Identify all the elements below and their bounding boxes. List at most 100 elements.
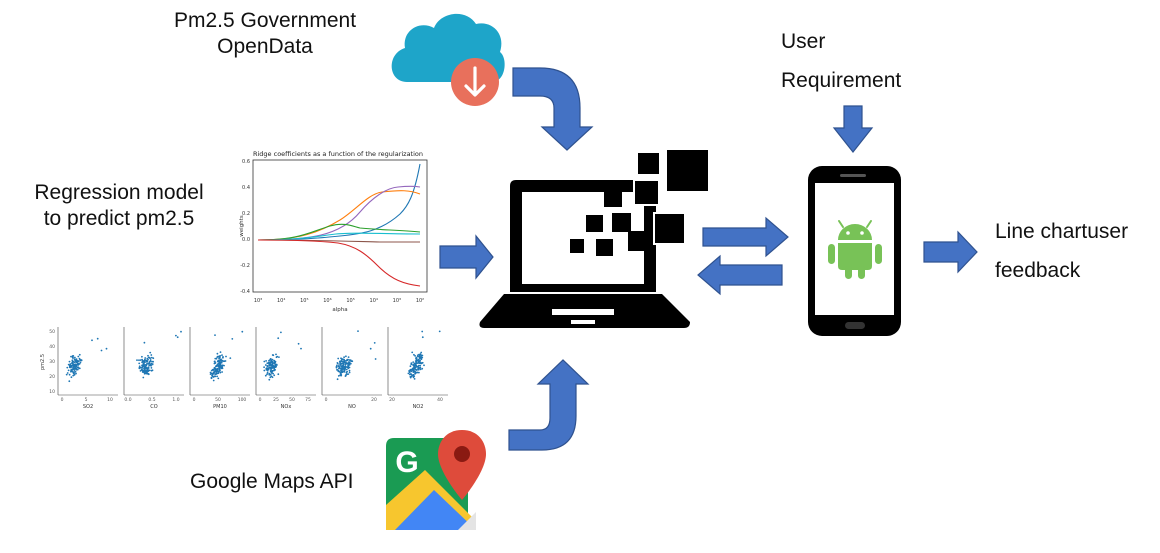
scatter-point xyxy=(421,330,424,333)
scatter-point xyxy=(273,359,276,362)
scatter-point xyxy=(357,330,359,332)
scatter-point xyxy=(70,376,73,379)
scatter-y-label: pm2.5 xyxy=(40,354,46,370)
scatter-point xyxy=(276,355,279,358)
scatter-point xyxy=(146,371,148,374)
scatter-point xyxy=(342,364,345,366)
scatter-point xyxy=(336,362,339,365)
scatter-point xyxy=(138,367,141,369)
scatter-point xyxy=(216,352,219,355)
scatter-point xyxy=(272,354,275,357)
scatter-point xyxy=(339,374,342,377)
scatter-point xyxy=(344,364,347,366)
scatter-point xyxy=(277,337,280,340)
scatter-point xyxy=(72,368,74,371)
scatter-point xyxy=(419,364,422,367)
scatter-point xyxy=(219,355,222,357)
scatter-point xyxy=(218,367,221,370)
scatter-point xyxy=(73,371,75,374)
scatter-point xyxy=(341,367,344,369)
scatter-point xyxy=(266,369,269,372)
scatter-point xyxy=(68,373,71,376)
ridge-y-tick-label: -0.4 xyxy=(240,289,250,295)
scatter-point xyxy=(219,371,222,374)
scatter-point xyxy=(414,355,416,357)
scatter-point xyxy=(175,334,177,337)
scatter-point xyxy=(268,363,271,366)
scatter-point xyxy=(138,365,141,368)
scatter-point xyxy=(144,369,147,372)
ridge-x-tick-label: 10³ xyxy=(393,298,401,304)
scatter-point xyxy=(420,351,423,354)
scatter-point xyxy=(411,367,414,370)
scatter-point xyxy=(347,356,350,358)
scatter-point xyxy=(274,369,276,371)
scatter-point xyxy=(270,364,272,366)
scatter-point xyxy=(219,358,222,361)
scatter-point xyxy=(142,363,145,365)
scatter-x-tick-label: 0.0 xyxy=(124,397,131,403)
arrow-phone-to-laptop xyxy=(697,254,783,296)
scatter-point xyxy=(266,362,269,365)
opendata-label: Pm2.5 Government OpenData xyxy=(173,9,357,58)
scatter-point xyxy=(147,356,150,359)
ridge-curve xyxy=(257,223,421,241)
scatter-point xyxy=(349,359,352,361)
ridge-y-tick-label: 0.0 xyxy=(242,237,250,243)
scatter-point xyxy=(408,371,411,374)
ridge-curve xyxy=(257,185,421,241)
scatter-point xyxy=(344,366,347,368)
scatter-point xyxy=(138,362,141,365)
scatter-point xyxy=(418,367,421,369)
scatter-point xyxy=(218,362,221,365)
scatter-point xyxy=(410,363,413,365)
scatter-point xyxy=(346,370,348,373)
ridge-plot-axes xyxy=(252,159,428,293)
scatter-point xyxy=(138,359,140,362)
ridge-plot: Ridge coefficients as a function of the … xyxy=(239,150,428,313)
scatter-point xyxy=(271,366,274,368)
scatter-point xyxy=(75,364,78,367)
scatter-point xyxy=(415,364,417,367)
scatter-point xyxy=(213,371,216,373)
scatter-point xyxy=(219,356,221,359)
scatter-point xyxy=(417,364,420,367)
ridge-x-label: alpha xyxy=(332,307,347,313)
scatter-point xyxy=(222,360,225,363)
scatter-point xyxy=(142,364,145,367)
scatter-point xyxy=(374,358,377,360)
scatter-point xyxy=(214,357,217,360)
scatter-point xyxy=(343,361,346,363)
scatter-point xyxy=(369,347,372,350)
scatter-point xyxy=(221,371,224,373)
scatter-point xyxy=(217,365,220,367)
ridge-x-tick-label: 10⁵ xyxy=(346,298,354,304)
scatter-point xyxy=(220,366,223,368)
scatter-x-tick-label: 5 xyxy=(85,397,88,403)
ridge-y-tick-label: -0.2 xyxy=(240,263,250,269)
scatter-point xyxy=(77,363,80,366)
scatter-point xyxy=(266,368,269,370)
ridge-y-tick-label: 0.2 xyxy=(242,211,250,217)
scatter-point xyxy=(415,369,418,371)
scatter-x-label: PM10 xyxy=(213,404,227,410)
scatter-point xyxy=(409,376,412,379)
scatter-point xyxy=(80,359,83,362)
scatter-point xyxy=(211,375,214,378)
scatter-point xyxy=(221,354,223,356)
scatter-point xyxy=(146,368,149,371)
scatter-point xyxy=(412,361,415,363)
regression-label: Regression model to predict pm2.5 xyxy=(34,181,204,230)
scatter-x-tick-label: 0.5 xyxy=(148,397,155,403)
scatter-point xyxy=(68,360,71,363)
scatter-point xyxy=(221,367,224,370)
scatter-x-tick-label: 0 xyxy=(61,397,64,403)
scatter-y-tick-label: 50 xyxy=(49,329,55,335)
scatter-point xyxy=(141,358,144,361)
scatter-point xyxy=(215,365,218,368)
scatter-point xyxy=(147,372,150,375)
google-maps-label: Google Maps API xyxy=(190,470,354,493)
scatter-point xyxy=(75,359,78,362)
